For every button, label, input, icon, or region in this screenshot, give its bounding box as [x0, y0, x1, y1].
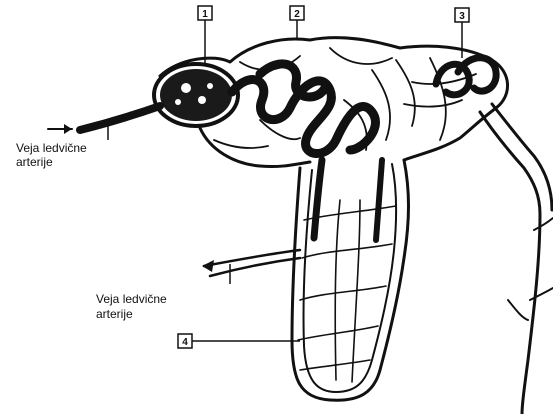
marker-1: 1	[198, 6, 212, 64]
label-artery-bottom-line1: Veja ledvične	[96, 292, 167, 306]
marker-4: 4	[178, 334, 300, 348]
marker-2: 2	[290, 6, 304, 40]
collecting-duct	[480, 104, 553, 414]
label-artery-bottom-line2: arterije	[96, 307, 133, 321]
svg-text:3: 3	[459, 11, 465, 22]
loop-of-henle	[292, 160, 409, 400]
efferent-arteriole	[202, 250, 300, 284]
svg-text:1: 1	[202, 9, 208, 20]
label-artery-top-line2: arterije	[16, 155, 53, 169]
distal-convoluted-tubule	[436, 58, 496, 95]
afferent-arteriole	[48, 106, 160, 140]
label-artery-top-line1: Veja ledvične	[16, 141, 87, 155]
glomerulus	[154, 64, 238, 126]
svg-text:4: 4	[182, 337, 188, 348]
svg-text:2: 2	[294, 9, 300, 20]
